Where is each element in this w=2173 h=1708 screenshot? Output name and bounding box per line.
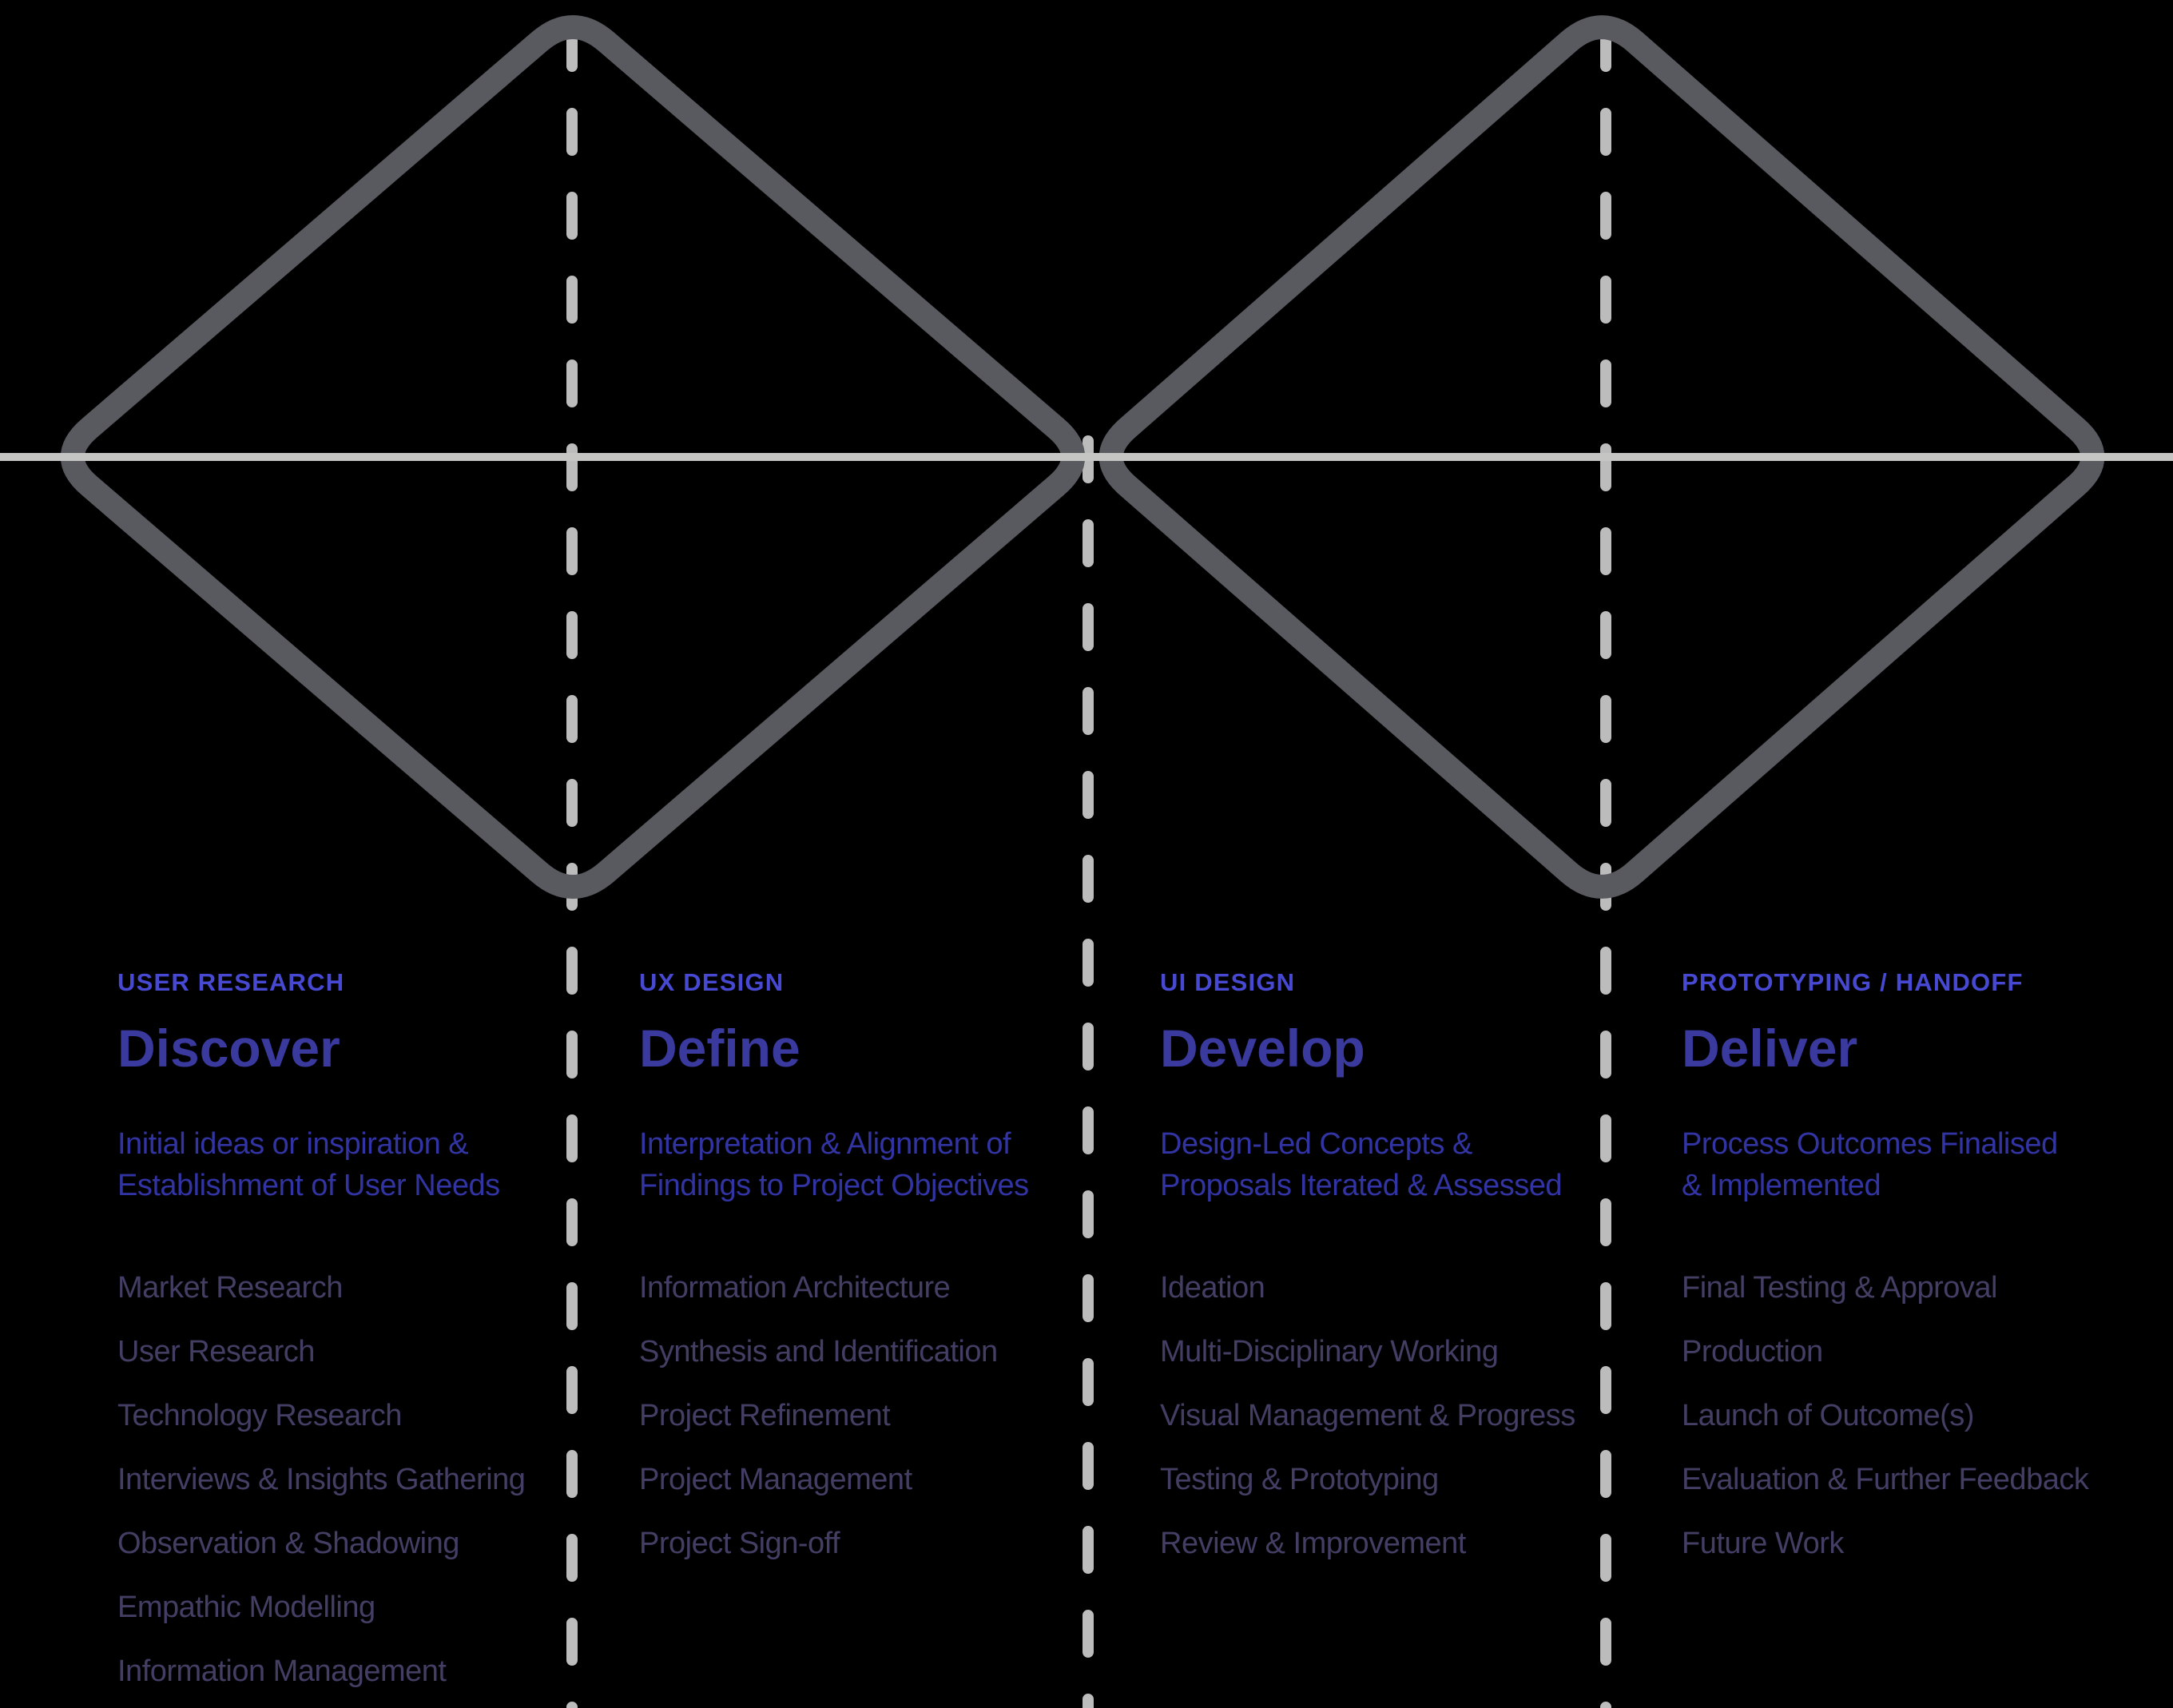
- phase-description: Interpretation & Alignment of Findings t…: [639, 1127, 1029, 1202]
- activity-item: Observation & Shadowing: [117, 1527, 459, 1560]
- activity-item: Visual Management & Progress: [1160, 1399, 1575, 1432]
- activity-item: Technology Research: [117, 1399, 402, 1432]
- activity-item: Final Testing & Approval: [1682, 1271, 1997, 1305]
- activity-item: Interviews & Insights Gathering: [117, 1463, 526, 1496]
- phase-title: Deliver: [1682, 1019, 1858, 1078]
- phase-title: Define: [639, 1019, 800, 1078]
- phase-title: Discover: [117, 1019, 340, 1078]
- activity-item: Empathic Modelling: [117, 1591, 375, 1624]
- phase-eyebrow-label: UX DESIGN: [639, 968, 785, 996]
- activity-item: Launch of Outcome(s): [1682, 1399, 1974, 1432]
- activity-item: Information Management: [117, 1654, 447, 1688]
- phase-column: PROTOTYPING / HANDOFF Deliver Process Ou…: [1682, 0, 2161, 1708]
- phase-eyebrow-label: UI DESIGN: [1160, 968, 1296, 996]
- phase-column: USER RESEARCH Discover Initial ideas or …: [117, 0, 597, 1708]
- activity-item: Testing & Prototyping: [1160, 1463, 1439, 1496]
- activity-item: Project Management: [639, 1463, 912, 1496]
- develop-deliver-diamond: [1098, 15, 2105, 899]
- activity-item: Synthesis and Identification: [639, 1335, 998, 1368]
- activity-item: Multi-Disciplinary Working: [1160, 1335, 1499, 1368]
- phase-column: UI DESIGN Develop Design-Led Concepts & …: [1160, 0, 1639, 1708]
- activity-item: Production: [1682, 1335, 1823, 1368]
- activity-item: User Research: [117, 1335, 315, 1368]
- activity-item: Future Work: [1682, 1527, 1844, 1560]
- activity-item: Project Refinement: [639, 1399, 891, 1432]
- activity-item: Evaluation & Further Feedback: [1682, 1463, 2089, 1496]
- phase-eyebrow-label: USER RESEARCH: [117, 968, 345, 996]
- phase-column: UX DESIGN Define Interpretation & Alignm…: [639, 0, 1118, 1708]
- activity-item: Market Research: [117, 1271, 343, 1305]
- phase-title: Develop: [1160, 1019, 1365, 1078]
- discover-define-diamond: [60, 15, 1086, 899]
- activity-item: Project Sign-off: [639, 1527, 840, 1560]
- activity-item: Information Architecture: [639, 1271, 951, 1305]
- phase-eyebrow-label: PROTOTYPING / HANDOFF: [1682, 968, 2024, 996]
- phase-description: Design-Led Concepts & Proposals Iterated…: [1160, 1127, 1563, 1202]
- phase-description: Process Outcomes Finalised & Implemented: [1682, 1127, 2058, 1202]
- phase-description: Initial ideas or inspiration & Establish…: [117, 1127, 500, 1202]
- activity-item: Ideation: [1160, 1271, 1265, 1305]
- activity-item: Review & Improvement: [1160, 1527, 1466, 1560]
